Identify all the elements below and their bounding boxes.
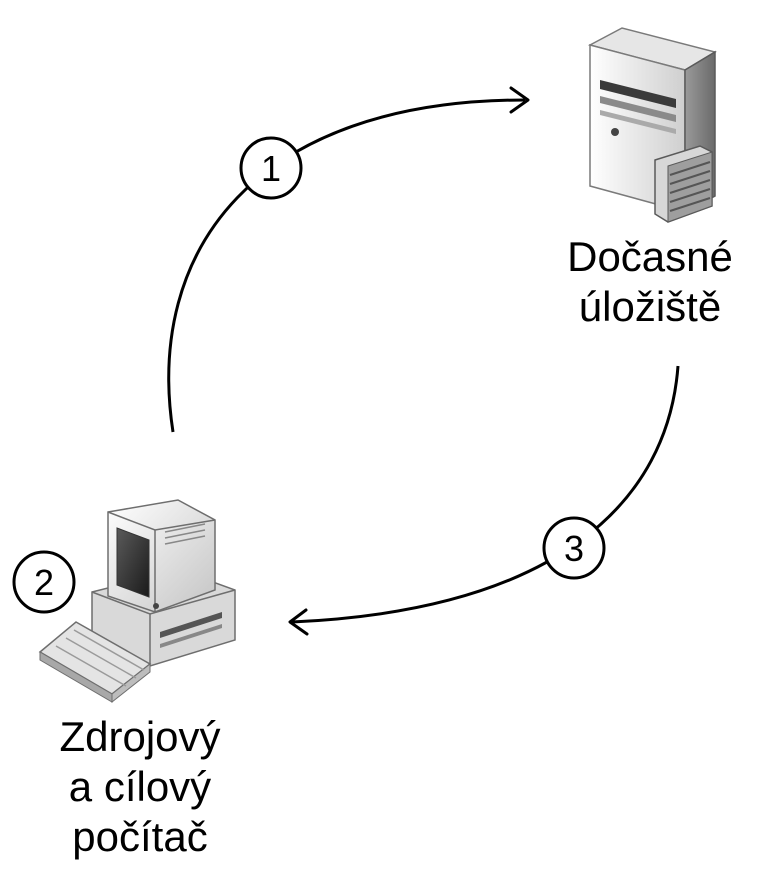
- server-icon: [587, 27, 717, 223]
- desktop-computer-icon: [38, 499, 236, 704]
- arrow-step-1-line: [167, 98, 526, 433]
- step-3-number: 3: [564, 528, 584, 569]
- step-3-badge: 3: [542, 516, 606, 580]
- computer-label-line-2: a cílový: [68, 763, 212, 810]
- computer-label-line-1: Zdrojový: [59, 713, 221, 760]
- step-2-badge: 2: [12, 550, 76, 614]
- step-1-number: 1: [261, 148, 281, 189]
- server-label: Dočasné úložiště: [540, 232, 760, 332]
- arrow-step-3: [288, 365, 680, 636]
- arrow-step-1: [167, 86, 530, 433]
- server-label-line-1: Dočasné: [567, 233, 733, 280]
- arrow-step-3-head: [288, 608, 309, 636]
- arrow-step-3-line: [291, 365, 680, 624]
- server-label-line-2: úložiště: [578, 283, 722, 330]
- computer-label: Zdrojový a cílový počítač: [20, 712, 260, 862]
- arrow-step-1-head: [509, 86, 530, 114]
- step-2-number: 2: [34, 562, 54, 603]
- computer-label-line-3: počítač: [72, 813, 208, 860]
- step-1-badge: 1: [239, 136, 303, 200]
